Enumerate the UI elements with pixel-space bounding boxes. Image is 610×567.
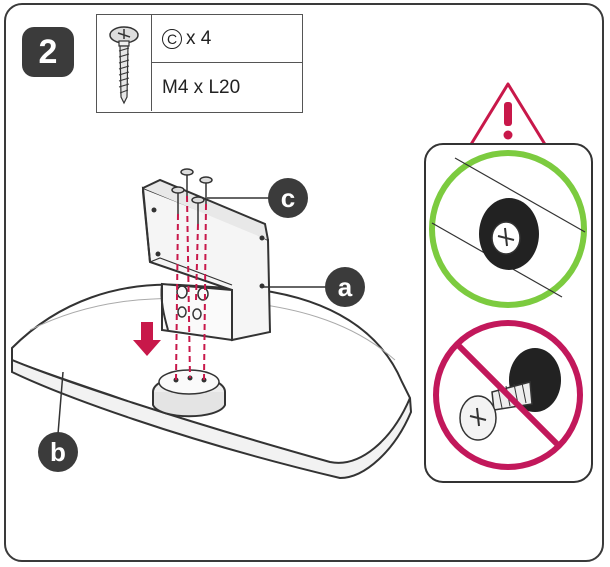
warning-panel: [424, 82, 593, 483]
callout-a: a: [325, 267, 365, 307]
callout-c: c: [268, 178, 308, 218]
parts-size-row: M4 x L20: [152, 64, 302, 112]
correct-screw-flush-icon: [429, 150, 587, 308]
arrow-down-icon: [133, 322, 161, 356]
callout-c-label: c: [280, 182, 296, 213]
instruction-frame: [4, 3, 604, 562]
callout-b: b: [38, 432, 78, 472]
step-number: 2: [38, 32, 58, 71]
parts-quantity-row: C x 4: [152, 15, 302, 63]
parts-table: C x 4 M4 x L20: [96, 14, 303, 113]
part-symbol-c: C: [162, 28, 182, 49]
callout-b-label: b: [50, 436, 66, 467]
leader-line-b: [57, 371, 64, 435]
step-number-badge: 2: [22, 27, 74, 77]
screw-icon: [97, 15, 152, 111]
screws-c: [171, 168, 213, 381]
parts-size: M4 x L20: [162, 77, 241, 98]
callout-a-label: a: [337, 271, 353, 302]
parts-quantity: x 4: [186, 27, 212, 49]
stand-neck: [141, 178, 272, 342]
incorrect-screw-loose-icon: [433, 320, 583, 470]
